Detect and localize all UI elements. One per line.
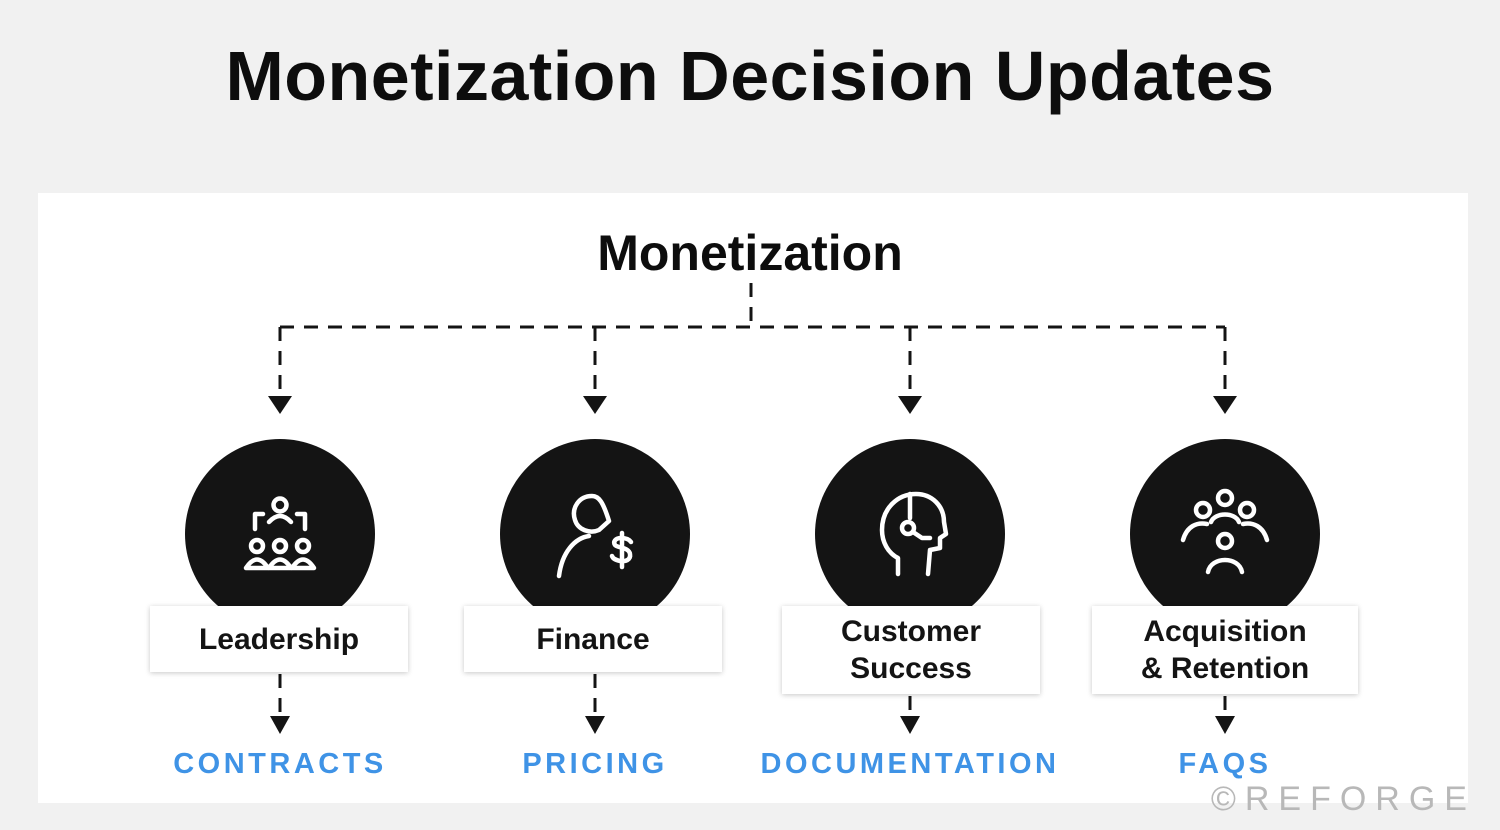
- node-label-leadership: Leadership: [150, 606, 408, 672]
- node-circle-customer-success: [815, 439, 1005, 629]
- reforge-watermark: ©REFORGE: [1210, 780, 1476, 818]
- node-circle-finance: [500, 439, 690, 629]
- root-node-label: Monetization: [597, 225, 903, 281]
- group-people-icon: [1180, 488, 1270, 575]
- node-circle-acquisition-retention: [1130, 439, 1320, 629]
- page-title: Monetization Decision Updates: [225, 37, 1275, 115]
- node-circle-leadership: [185, 439, 375, 629]
- headset-head-icon: [879, 491, 949, 577]
- leaf-label-faqs: FAQS: [1178, 748, 1272, 780]
- leadership-team-icon: [243, 496, 317, 571]
- arrow-head-3: [898, 396, 922, 414]
- leaf-label-contracts: CONTRACTS: [173, 748, 387, 780]
- leaf-arrow-head-1: [270, 716, 290, 734]
- node-label-customer-success: Customer Success: [782, 606, 1040, 694]
- leaf-label-pricing: PRICING: [522, 748, 668, 780]
- leaf-arrow-head-4: [1215, 716, 1235, 734]
- leaf-arrow-head-3: [900, 716, 920, 734]
- arrow-head-1: [268, 396, 292, 414]
- leaf-label-documentation: DOCUMENTATION: [760, 748, 1060, 780]
- person-dollar-icon: [556, 493, 634, 579]
- node-label-acquisition-retention: Acquisition & Retention: [1092, 606, 1358, 694]
- leaf-arrow-head-2: [585, 716, 605, 734]
- arrow-head-4: [1213, 396, 1237, 414]
- arrow-head-2: [583, 396, 607, 414]
- node-label-finance: Finance: [464, 606, 722, 672]
